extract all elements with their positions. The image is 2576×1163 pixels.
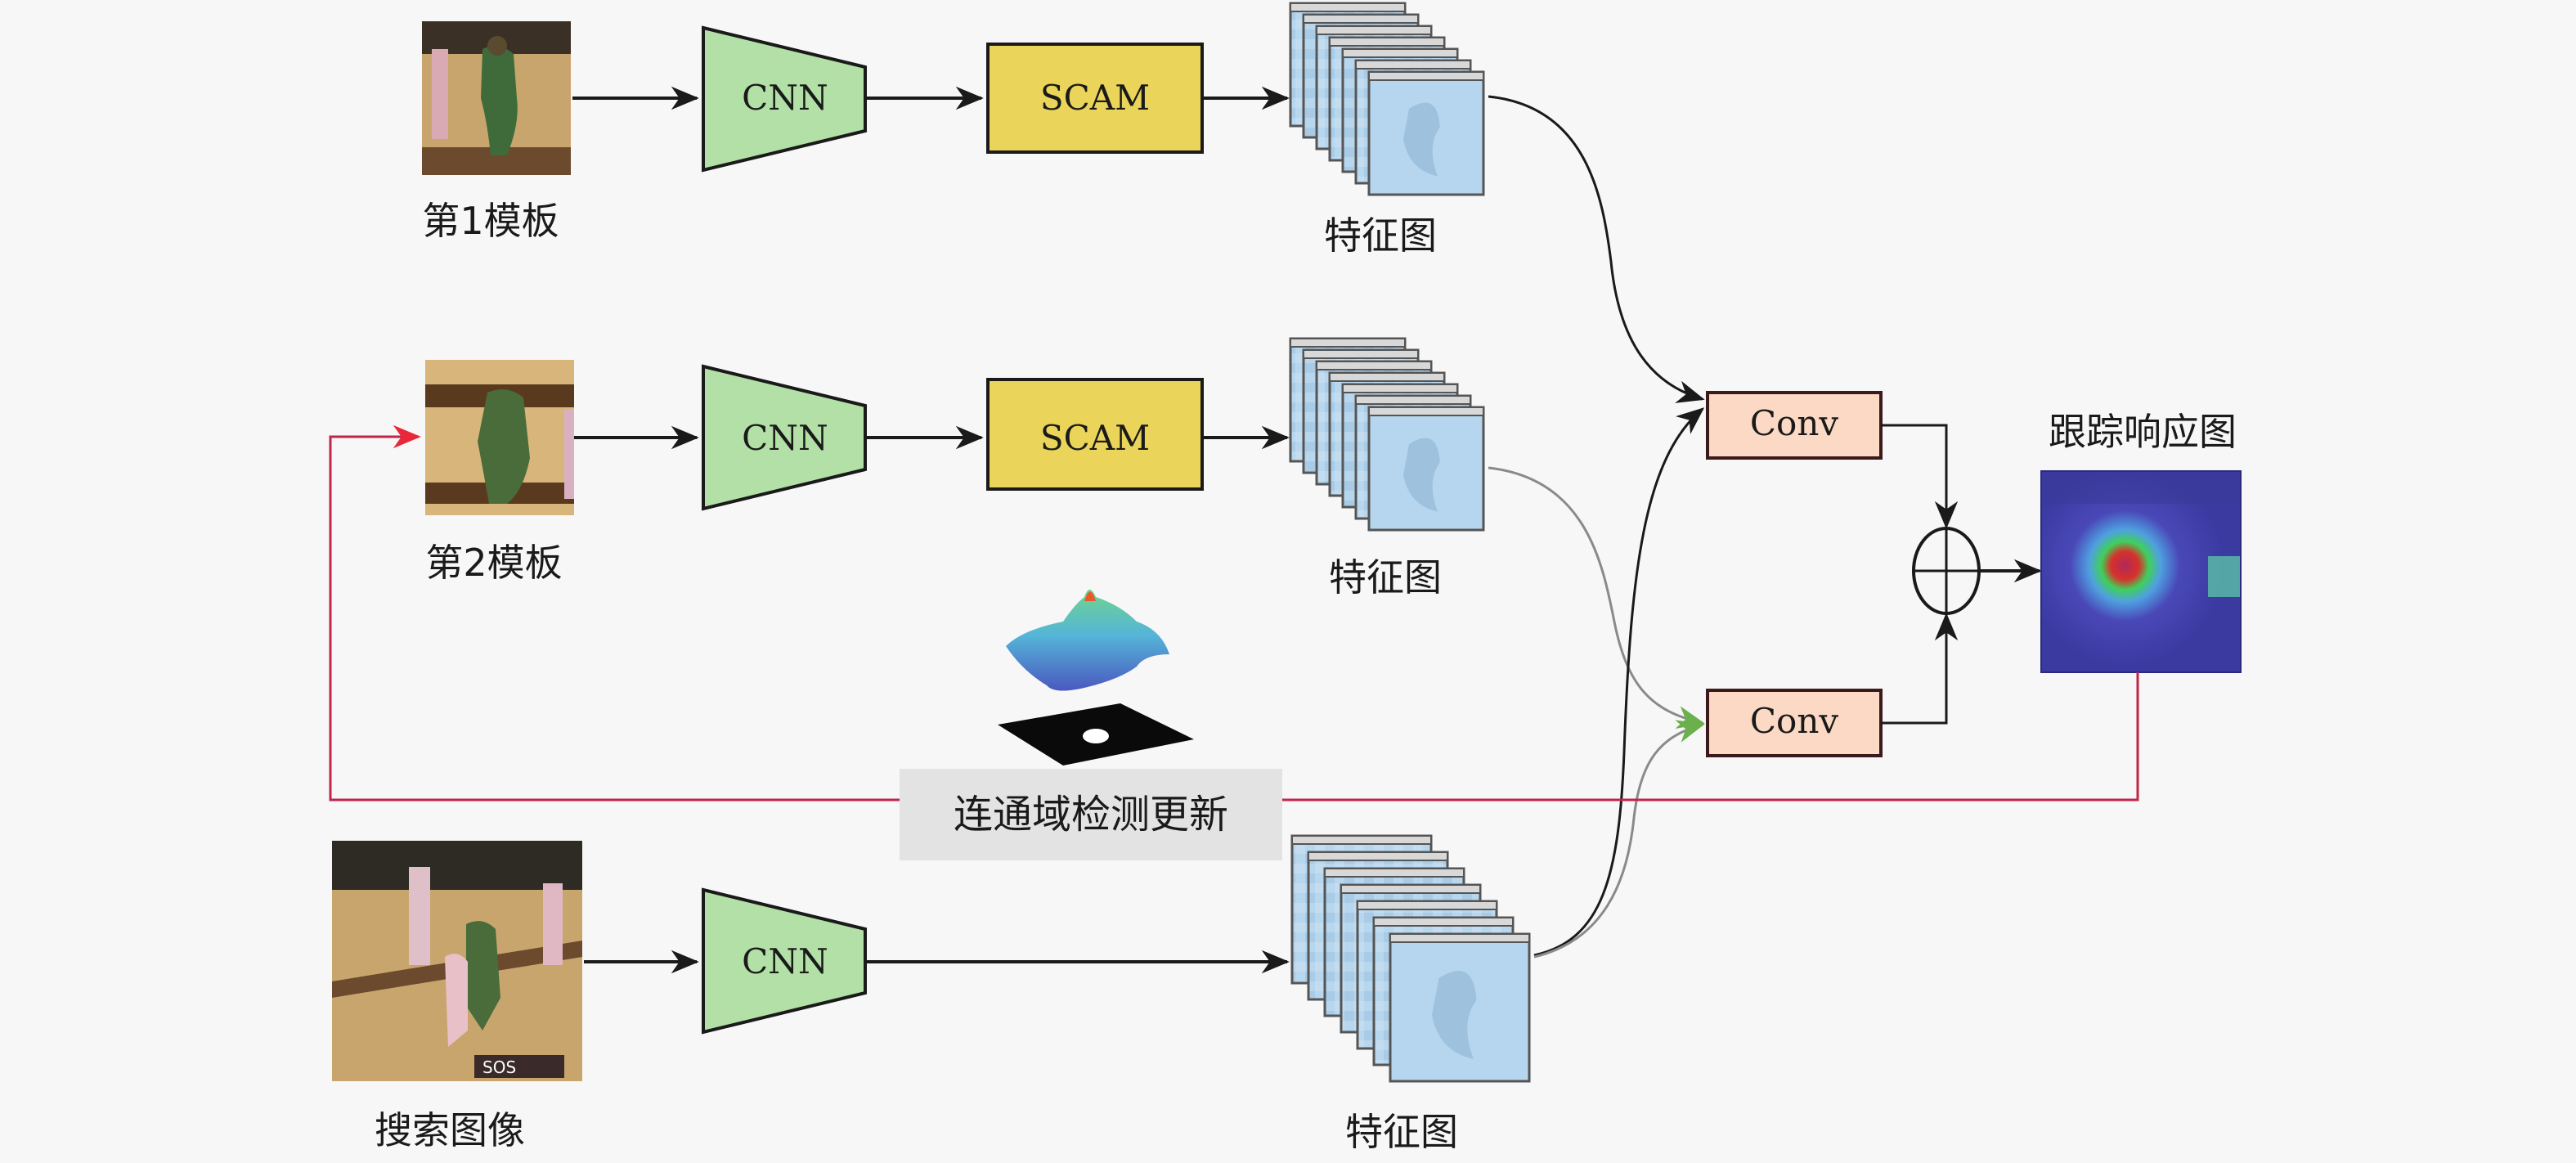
edge-features2-to-conv-bottom [1488, 466, 1705, 729]
feature-map-channel-edge [1368, 406, 1484, 416]
edge-conv-bottom-to-sum [1881, 613, 1959, 725]
cnn-label-1: CNN [742, 78, 828, 118]
cnn-label-2: CNN [742, 418, 828, 458]
feature-map-channel-edge [1316, 361, 1432, 370]
scam-block-1: SCAM [986, 43, 1204, 154]
scam-label-1: SCAM [1040, 78, 1150, 118]
feature-map-channel-edge [1290, 2, 1406, 12]
feature-map-channel-edge [1329, 37, 1445, 47]
scam-block-2: SCAM [986, 378, 1204, 491]
feature-map-channel-edge [1308, 851, 1448, 861]
feature-activation-blob [1403, 102, 1440, 177]
feature-map-channel-edge [1324, 868, 1465, 878]
feature-map-stack-1 [1289, 2, 1485, 196]
conv-block-top: Conv [1706, 391, 1883, 460]
update-module-box: 连通域检测更新 [900, 769, 1282, 860]
template1-label: 第1模板 [422, 199, 559, 243]
feature-map-channel-edge [1357, 900, 1497, 910]
feature-map-label-2: 特征图 [1329, 555, 1442, 599]
feature-map-channel-edge [1389, 933, 1530, 943]
feature-map-label-1: 特征图 [1324, 213, 1437, 258]
conv-top-label: Conv [1750, 403, 1838, 443]
feature-activation-blob [1403, 438, 1440, 512]
search-image: SOS [332, 841, 582, 1081]
update-line-left [329, 424, 900, 802]
feature-map-channel-edge [1368, 71, 1484, 81]
edge-features1-to-conv-top [1488, 95, 1705, 403]
feature-map-channel-edge [1340, 884, 1481, 894]
feature-map-channel-edge [1291, 835, 1432, 845]
edge-conv-top-to-sum [1881, 424, 1959, 529]
feature-map-channel-edge [1303, 14, 1419, 24]
feature-map-stack-3 [1290, 834, 1531, 1083]
response-heatmap [2040, 470, 2242, 673]
row-search: SOS 搜索图像 CNN 特征图 [332, 834, 1531, 1154]
template1-image [422, 21, 571, 175]
feature-map-channel-edge [1342, 384, 1458, 393]
cnn-block-1: CNN [702, 25, 867, 173]
feature-map-channel-edge [1355, 60, 1471, 70]
response-map-label: 跟踪响应图 [2049, 410, 2237, 454]
scam-label-2: SCAM [1040, 418, 1150, 458]
row-template1: 第1模板 CNN SCAM 特征图 [422, 2, 1485, 258]
sum-node [1912, 527, 1981, 615]
feature-activation-blob [1432, 971, 1477, 1059]
update-module-label: 连通域检测更新 [954, 792, 1228, 837]
feature-map-stack-2 [1289, 337, 1485, 532]
feature-map-channel-edge [1329, 372, 1445, 382]
conv-block-bottom: Conv [1706, 689, 1883, 757]
feature-map-channel-edge [1355, 395, 1471, 405]
feature-map-channel-edge [1303, 349, 1419, 359]
edge-search-features-to-conv-bottom [1533, 720, 1705, 959]
feature-map-channel-edge [1373, 917, 1514, 927]
conv-bottom-label: Conv [1750, 701, 1838, 741]
update-line-right [1282, 672, 2139, 802]
cnn-label-3: CNN [742, 941, 828, 981]
scoreboard-text: SOS [482, 1057, 516, 1077]
response-surface-icon [1006, 590, 1169, 691]
feature-map-channel-edge [1290, 338, 1406, 348]
binary-mask-icon [998, 703, 1194, 766]
feature-map-channel-edge [1342, 48, 1458, 58]
edge-search-features-to-conv-top [1533, 407, 1705, 957]
row-template2: 第2模板 CNN SCAM 特征图 [425, 337, 1485, 599]
template2-label: 第2模板 [425, 541, 562, 585]
template2-image [425, 360, 574, 515]
cnn-block-3: CNN [702, 887, 867, 1035]
feature-map-channel-edge [1316, 25, 1432, 35]
feature-map-label-3: 特征图 [1345, 1110, 1458, 1154]
search-label: 搜索图像 [375, 1108, 525, 1152]
cnn-block-2: CNN [702, 364, 867, 511]
